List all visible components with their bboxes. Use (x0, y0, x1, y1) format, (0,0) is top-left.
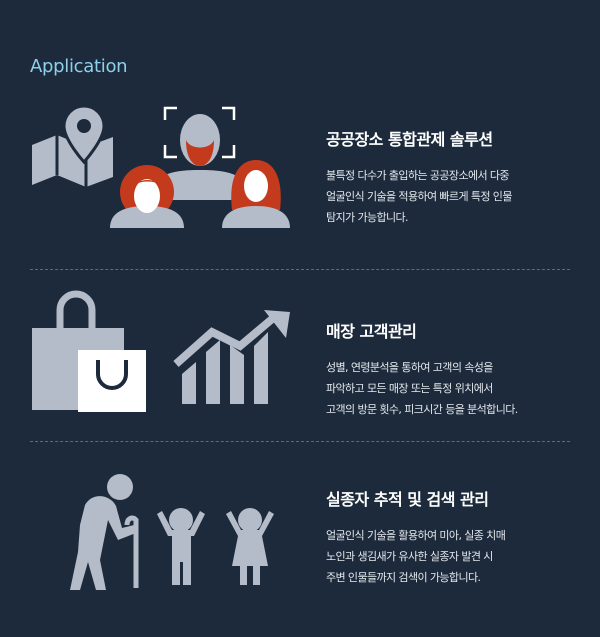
map-pin-icon (32, 104, 113, 187)
elderly-with-cane-icon (70, 474, 139, 590)
item-description: 성별, 연령분석을 통하여 고객의 속성을 파악하고 모든 매장 또는 특정 위… (326, 361, 518, 416)
woman-long-hair-icon (222, 160, 290, 228)
divider (30, 441, 570, 442)
missing-person-illustration (70, 474, 274, 590)
section-title: Application (30, 56, 128, 77)
woman-curly-hair-icon (110, 165, 184, 228)
item-description: 불특정 다수가 출입하는 공공장소에서 다중 얼굴인식 기술을 적용하여 빠르게… (326, 169, 512, 224)
item-description: 얼굴인식 기술을 활용하여 미아, 실종 치매 노인과 생김새가 유사한 실종자… (326, 529, 506, 584)
face-detection-icon (150, 106, 250, 200)
shopping-bags-icon (32, 290, 146, 412)
divider (30, 269, 570, 270)
item-heading: 공공장소 통합관제 솔루션 (326, 130, 493, 149)
item-heading: 실종자 추적 및 검색 관리 (326, 490, 489, 509)
growth-chart-icon (173, 310, 290, 404)
children-icon (157, 508, 274, 585)
store-illustration (32, 290, 290, 412)
item-heading: 매장 고객관리 (326, 322, 417, 341)
face-detection-illustration (32, 104, 290, 228)
